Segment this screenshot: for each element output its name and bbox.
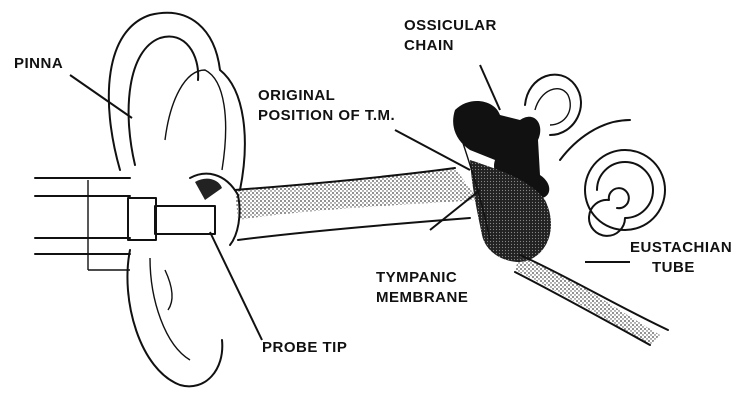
label-ossicular-chain-line1: OSSICULAR bbox=[404, 17, 497, 34]
label-original-position-line1: ORIGINAL bbox=[258, 87, 335, 104]
label-ossicular-chain-line2: CHAIN bbox=[404, 37, 454, 54]
label-tympanic-membrane-line1: TYMPANIC bbox=[376, 269, 457, 286]
ear-canal bbox=[190, 168, 478, 245]
label-eustachian-tube-line2: TUBE bbox=[652, 259, 695, 276]
label-pinna: PINNA bbox=[14, 55, 63, 72]
middle-ear-ossicles bbox=[453, 101, 551, 262]
label-probe-tip: PROBE TIP bbox=[262, 339, 347, 356]
label-tympanic-membrane-line2: MEMBRANE bbox=[376, 289, 468, 306]
label-eustachian-tube-line1: EUSTACHIAN bbox=[630, 239, 732, 256]
pinna bbox=[109, 13, 245, 387]
probe-assembly bbox=[35, 178, 215, 270]
label-original-position-line2: POSITION OF T.M. bbox=[258, 107, 395, 124]
eustachian-tube bbox=[515, 255, 668, 345]
